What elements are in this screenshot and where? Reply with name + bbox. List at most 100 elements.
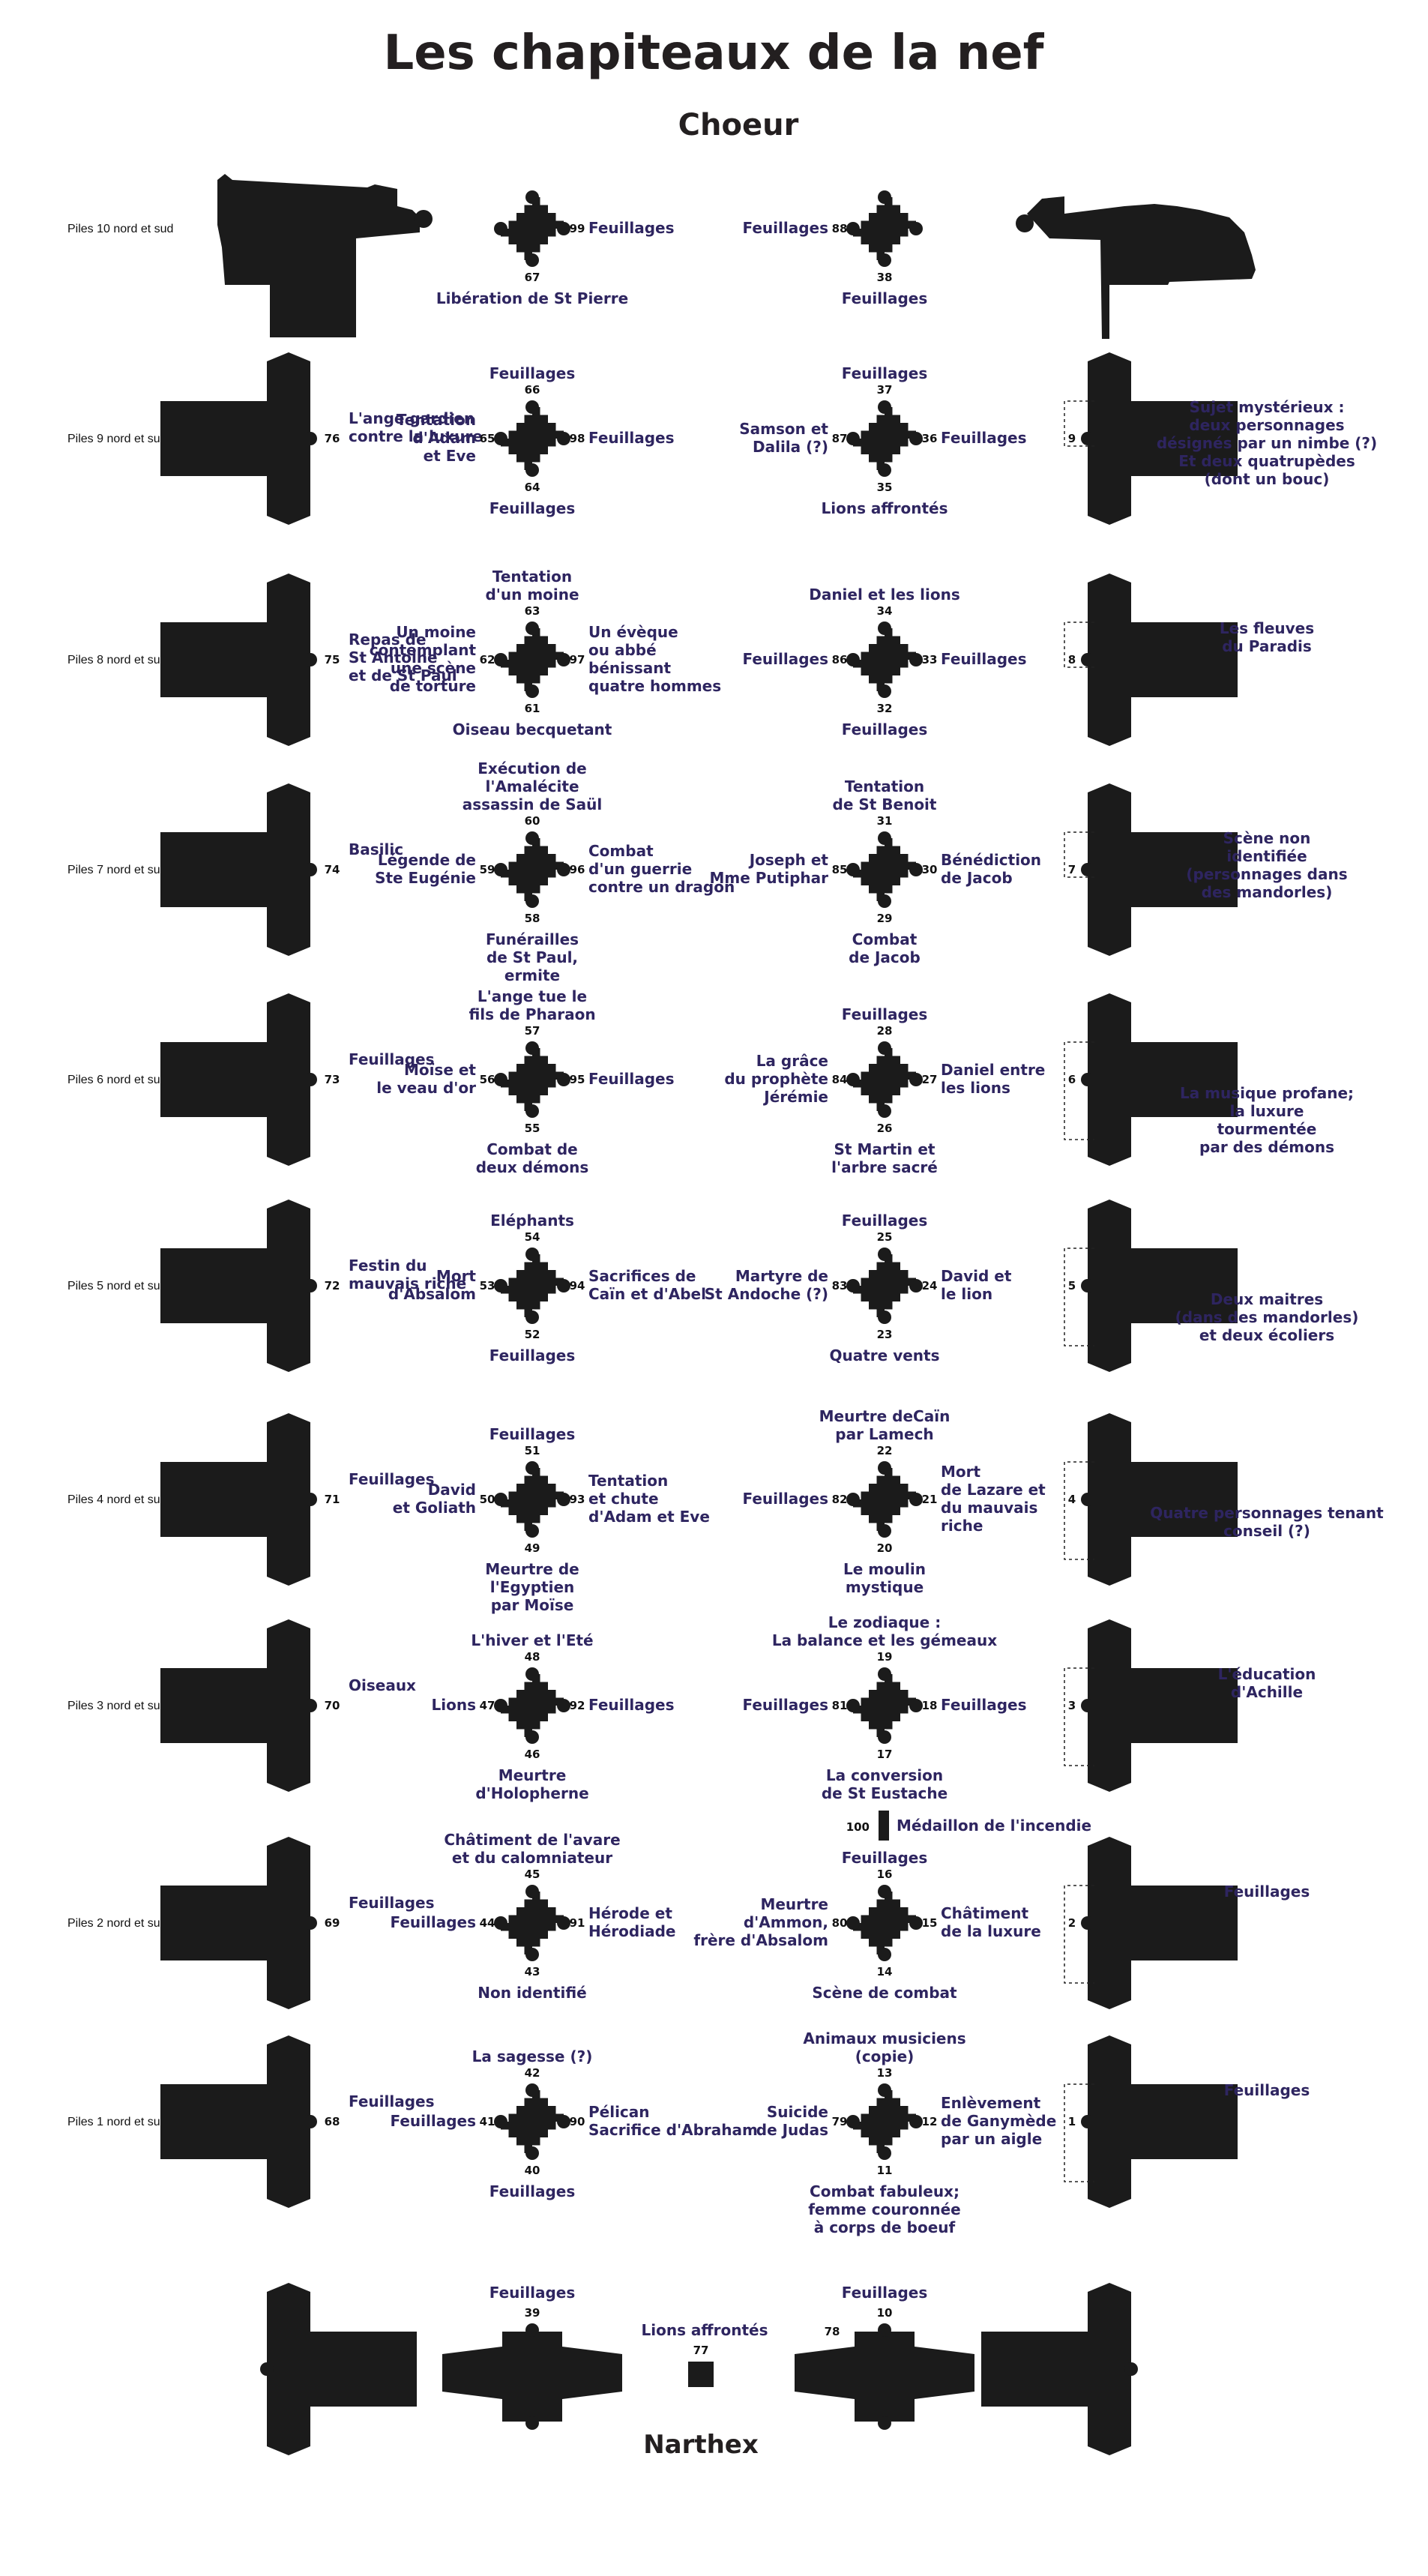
capital-li-knob xyxy=(557,1279,570,1292)
capital-number: 42 xyxy=(525,2066,540,2080)
capital-ri-knob xyxy=(846,1699,860,1712)
capital-number: 57 xyxy=(525,1024,540,1038)
choeur-label: Choeur xyxy=(678,108,799,142)
capital-number: 54 xyxy=(525,1230,540,1244)
capital-li-knob xyxy=(557,1699,570,1712)
pier-left-outer-arm xyxy=(160,1886,310,1960)
capital-number: 77 xyxy=(693,2344,709,2357)
capital-number: 80 xyxy=(832,1916,848,1930)
capital-subject: Eléphants xyxy=(490,1212,574,1230)
capital-ri-knob xyxy=(846,863,860,876)
capital-subject: Feuillages xyxy=(588,1070,675,1088)
capital-subject: Feuillages xyxy=(842,289,928,307)
capital-subject: Feuillages xyxy=(941,429,1027,447)
capital-ri xyxy=(853,197,916,260)
capital-subject: Feuillages xyxy=(842,1212,928,1230)
capital-li-knob xyxy=(557,222,570,235)
capital-subject: Feuillages xyxy=(349,2092,435,2110)
capital-ri-knob xyxy=(846,1073,860,1086)
capital-li xyxy=(501,1254,564,1317)
capital-li-knob xyxy=(525,1104,539,1118)
capital-subject: Animaux musiciens(copie) xyxy=(803,2029,965,2065)
capital-ri xyxy=(853,1254,916,1317)
row-label: Piles 8 nord et sud xyxy=(67,654,167,666)
capital-li xyxy=(501,628,564,691)
capital-subject: Feuillages xyxy=(349,1050,435,1068)
medallion-label: Médaillon de l'incendie xyxy=(897,1817,1091,1835)
capital-li-knob xyxy=(494,2115,507,2128)
capital-subject: Feuillages xyxy=(588,429,675,447)
capital-number: 100 xyxy=(846,1820,870,1834)
capital-subject: Feuillages xyxy=(489,1425,576,1443)
capital-li-knob xyxy=(525,622,539,635)
capital-number: 58 xyxy=(525,912,540,925)
capital-number: 75 xyxy=(325,653,340,666)
capital-ri-knob xyxy=(909,1279,923,1292)
capital-ri-knob xyxy=(909,1493,923,1506)
capital-li-knob xyxy=(557,1916,570,1930)
capital-li-knob xyxy=(557,863,570,876)
capital-number: 2 xyxy=(1068,1916,1076,1930)
capital-number: 17 xyxy=(877,1748,893,1761)
capital-ri-knob xyxy=(878,684,891,698)
capital-number: 93 xyxy=(570,1493,585,1506)
pier-narthex-left-outer-arm xyxy=(267,2332,417,2407)
pier-left-outer-knob xyxy=(304,863,317,876)
capital-subject: Feuillages xyxy=(842,1849,928,1867)
capital-number: 9 xyxy=(1068,432,1076,445)
capital-number: 47 xyxy=(480,1699,495,1712)
capital-number: 51 xyxy=(525,1444,540,1457)
label-bracket xyxy=(1064,622,1094,668)
capital-number: 55 xyxy=(525,1122,540,1135)
capital-subject: Le zodiaque :La balance et les gémeaux xyxy=(772,1613,997,1649)
pier-right-outer-arm xyxy=(1088,622,1238,697)
capital-number: 92 xyxy=(570,1699,585,1712)
capital-subject: Feuillages xyxy=(842,364,928,382)
pier-right-outer-arm xyxy=(1088,832,1238,907)
pier-narthex-left-outer-knob xyxy=(260,2362,274,2376)
capital-ri-knob xyxy=(878,190,891,204)
capital-li-knob xyxy=(525,2146,539,2160)
capital-number: 27 xyxy=(922,1073,938,1086)
capital-ri-knob xyxy=(878,894,891,908)
capital-number: 8 xyxy=(1068,653,1076,666)
capital-number: 84 xyxy=(832,1073,848,1086)
pier-right-outer-arm xyxy=(1088,1042,1238,1117)
capital-number: 18 xyxy=(922,1699,938,1712)
capital-ri-knob xyxy=(909,1916,923,1930)
capital-number: 61 xyxy=(525,702,540,715)
pier-left-outer-knob xyxy=(304,1916,317,1930)
row-label: Piles 3 nord et sud xyxy=(67,1700,167,1712)
capital-subject: Feuillages xyxy=(941,650,1027,668)
capital-li-knob xyxy=(525,190,539,204)
capital-number: 76 xyxy=(325,432,340,445)
capital-subject: L'hiver et l'Eté xyxy=(471,1631,593,1649)
capital-subject: Feuillages xyxy=(1224,2081,1310,2099)
capital-subject: Lions affrontés xyxy=(821,499,948,517)
capital-li xyxy=(501,838,564,901)
capital-ri xyxy=(853,2090,916,2153)
capital-number: 12 xyxy=(922,2115,938,2128)
capital-number: 34 xyxy=(877,604,893,618)
capital-ri-knob xyxy=(878,253,891,267)
pier-narthex-left-inner-knob xyxy=(525,2323,539,2337)
capital-number: 67 xyxy=(525,271,540,284)
capital-subject: Feuillages xyxy=(489,499,576,517)
capital-number: 96 xyxy=(570,863,585,876)
